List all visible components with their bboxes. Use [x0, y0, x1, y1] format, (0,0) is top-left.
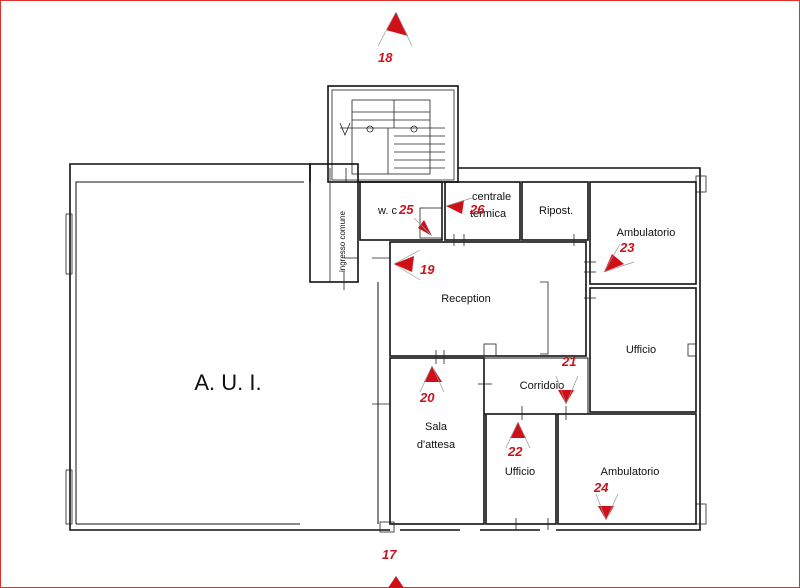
camera-marker-icon	[446, 200, 464, 214]
viewpoint-22: 22	[505, 421, 531, 459]
viewpoint-number: 20	[419, 390, 435, 405]
room-label-ufficio-bottom: Ufficio	[505, 466, 535, 478]
viewpoint-23: 23	[603, 240, 635, 273]
viewpoint-number: 24	[593, 480, 609, 495]
room-label-ingresso: ingresso comune	[338, 211, 347, 272]
viewpoint-17: 17	[382, 547, 404, 588]
camera-marker-icon	[388, 576, 404, 588]
camera-marker-icon	[558, 390, 574, 404]
camera-marker-icon	[510, 422, 526, 438]
room-label-attesa: d'attesa	[417, 439, 456, 451]
viewpoint-number: 25	[398, 202, 414, 217]
room-label-ufficio-right: Ufficio	[626, 344, 656, 356]
viewpoint-19: 19	[393, 249, 435, 281]
viewpoint-25: 25	[398, 202, 433, 237]
room-label-termica: termica	[470, 208, 507, 220]
room-label-ripost: Ripost.	[539, 205, 573, 217]
room-label-aui: A. U. I.	[194, 370, 261, 395]
camera-marker-icon	[386, 12, 408, 36]
room-label-ambulatorio-top: Ambulatorio	[617, 227, 676, 239]
viewpoint-number: 18	[378, 50, 393, 65]
viewpoint-number: 19	[420, 262, 435, 277]
viewpoint-24: 24	[593, 480, 619, 521]
building-outline	[65, 163, 707, 533]
room-label-corridoio: Corridoio	[520, 380, 565, 392]
viewpoint-18: 18	[377, 11, 413, 65]
camera-marker-icon	[604, 254, 624, 272]
camera-marker-icon	[394, 256, 414, 272]
interior-walls	[343, 168, 697, 530]
room-label-ambulatorio-bottom: Ambulatorio	[601, 466, 660, 478]
viewpoint-26: 26	[445, 197, 485, 217]
room-label-sala: Sala	[425, 421, 448, 433]
viewpoint-number: 23	[619, 240, 635, 255]
viewpoint-number: 26	[469, 202, 485, 217]
viewpoint-number: 22	[507, 444, 523, 459]
room-label-wc: w. c	[377, 205, 397, 217]
room-label-centrale: centrale	[472, 191, 511, 203]
viewpoint-20: 20	[419, 365, 445, 405]
viewpoint-number: 17	[382, 547, 397, 562]
room-label-reception: Reception	[441, 293, 491, 305]
viewpoint-21: 21	[555, 354, 579, 405]
viewpoint-number: 21	[561, 354, 576, 369]
stairwell	[327, 85, 459, 183]
camera-marker-icon	[418, 220, 432, 236]
